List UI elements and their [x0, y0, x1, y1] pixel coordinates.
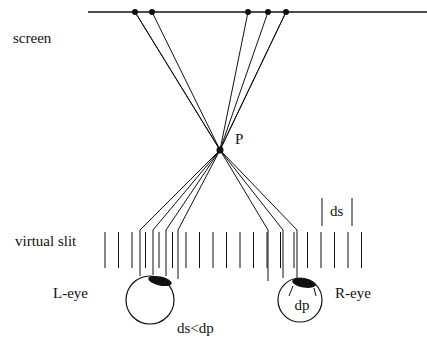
eye-label: L-eye — [52, 285, 89, 302]
slit-line — [132, 232, 133, 268]
light-ray — [153, 12, 268, 275]
slit-line — [159, 232, 160, 268]
point-p — [217, 147, 224, 154]
pupil — [291, 276, 316, 289]
slit-line — [294, 232, 295, 268]
slit-line — [118, 232, 119, 268]
screen-label: screen — [12, 30, 52, 47]
slit-line — [172, 232, 173, 268]
slit-label: virtual slit — [14, 233, 77, 250]
slit-line — [213, 232, 214, 268]
dimension-label: dp — [294, 297, 311, 314]
light-ray — [178, 12, 286, 279]
slit-line — [334, 232, 335, 268]
light-ray — [140, 12, 248, 276]
light-ray — [152, 12, 297, 278]
pupil — [147, 274, 172, 288]
dp-line — [289, 286, 293, 296]
dp-line — [314, 288, 316, 296]
ds-tick — [322, 198, 323, 226]
light-ray — [135, 12, 283, 278]
slit-line — [321, 232, 322, 268]
slit-line — [361, 232, 362, 268]
slit-line — [240, 232, 241, 268]
dimension-label: ds — [329, 203, 344, 220]
screen-line — [88, 11, 427, 12]
slit-line — [105, 232, 106, 268]
slit-line — [226, 232, 227, 268]
slit-line — [186, 232, 187, 268]
slit-line — [307, 232, 308, 268]
slit-line — [253, 232, 254, 268]
slit-line — [199, 232, 200, 268]
ds-tick — [352, 198, 353, 226]
light-ray — [135, 12, 268, 281]
slit-line — [145, 232, 146, 268]
point-label: P — [234, 131, 244, 148]
slit-line — [267, 232, 268, 268]
relation-label: ds<dp — [176, 320, 215, 337]
slit-line — [348, 232, 349, 268]
slit-line — [280, 232, 281, 268]
eye-label: R-eye — [334, 285, 372, 302]
